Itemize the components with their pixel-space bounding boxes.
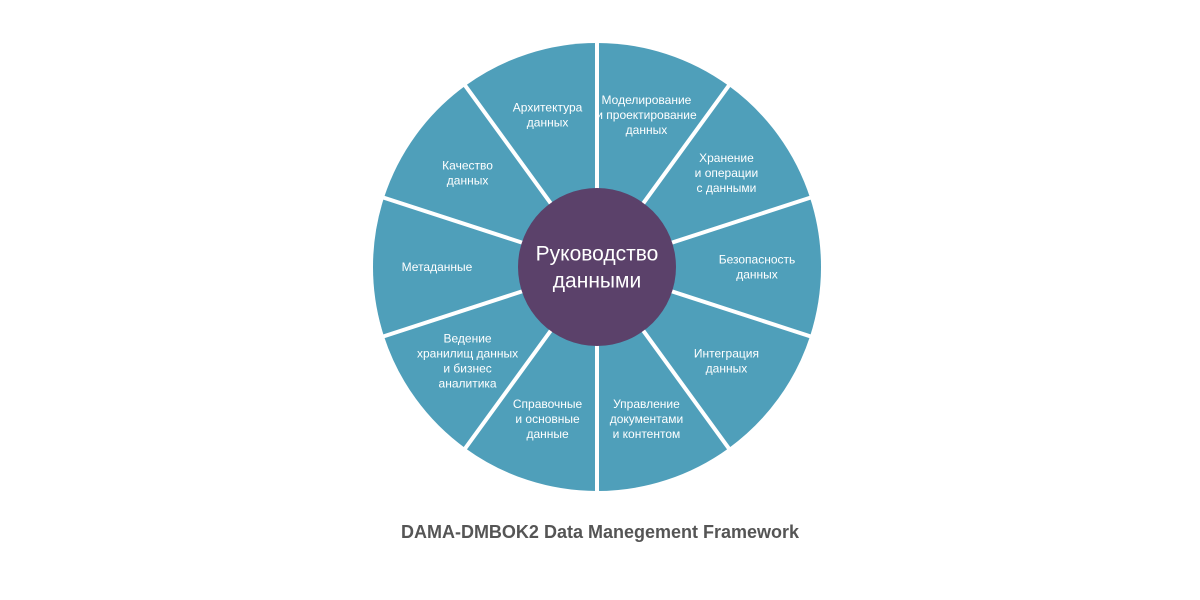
segment-label: Метаданные bbox=[402, 260, 473, 274]
wheel-segment bbox=[597, 197, 822, 337]
diagram-caption: DAMA-DMBOK2 Data Manegement Framework bbox=[400, 522, 800, 542]
center-circle bbox=[518, 188, 676, 346]
wheel-segment bbox=[372, 197, 597, 337]
